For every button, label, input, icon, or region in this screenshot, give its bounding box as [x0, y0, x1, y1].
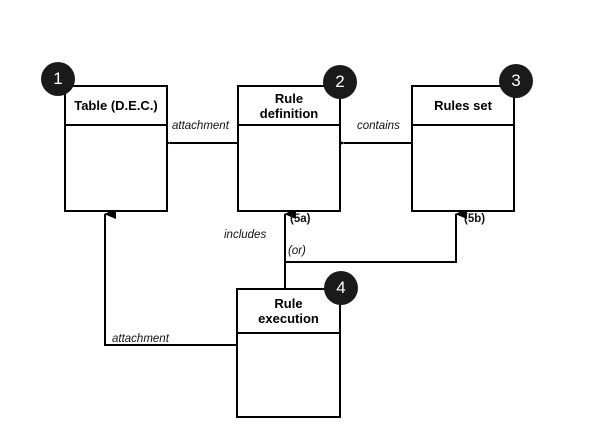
edge-label-contains: contains: [357, 120, 400, 132]
edge-label-or: (or): [288, 245, 306, 257]
connector-or-branch-ruleset: [285, 209, 467, 263]
badge-2-label: 2: [335, 72, 345, 91]
badge-3: 3: [499, 64, 533, 98]
node-table-dec[interactable]: Table (D.E.C.): [64, 85, 168, 212]
node-rules-set[interactable]: Rules set: [411, 85, 515, 212]
badge-4: 4: [324, 271, 358, 305]
node-rule-execution-label-line1: Rule: [274, 296, 303, 311]
node-rule-definition-label-line2: definition: [259, 105, 319, 121]
node-rule-definition[interactable]: Rule definition: [237, 85, 341, 212]
node-rules-set-header: Rules set: [413, 87, 513, 126]
badge-1: 1: [41, 62, 75, 96]
badge-2: 2: [323, 65, 357, 99]
node-table-dec-body: [66, 126, 166, 210]
connector-attachment-execution-table: [104, 209, 236, 346]
node-rule-definition-label-line1: Rule: [274, 90, 304, 106]
node-rule-execution[interactable]: Rule execution: [236, 288, 341, 418]
node-table-dec-label: Table (D.E.C.): [74, 98, 158, 113]
node-rules-set-body: [413, 126, 513, 210]
node-rules-set-label: Rules set: [434, 98, 492, 113]
edge-label-attachment-execution-table: attachment: [112, 333, 169, 345]
edge-label-marker-5b: (5b): [464, 213, 486, 225]
edge-label-marker-5a: (5a): [290, 213, 311, 225]
node-rule-definition-header: Rule definition: [239, 87, 339, 126]
badge-1-label: 1: [53, 69, 63, 88]
edge-label-includes: includes: [224, 229, 267, 241]
edge-label-attachment-definition-table: attachment: [172, 120, 229, 132]
node-table-dec-header: Table (D.E.C.): [66, 87, 166, 126]
badge-3-label: 3: [511, 71, 521, 90]
node-rule-execution-header: Rule execution: [238, 290, 339, 334]
node-rule-execution-body: [238, 334, 339, 416]
badge-4-label: 4: [336, 278, 346, 297]
node-rule-definition-body: [239, 126, 339, 210]
node-rule-execution-label-line2: execution: [258, 311, 319, 326]
